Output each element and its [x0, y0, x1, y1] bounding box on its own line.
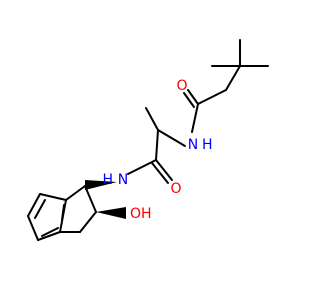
- bond-aromatic-inner-1: [34, 199, 46, 219]
- bond-alpha-carbonyl: [155, 129, 159, 161]
- atom-nitrogen-top: N: [188, 137, 198, 153]
- bond-carbonyl-o-top-1: [187, 89, 199, 105]
- bond-carbonyl-n-bottom: [127, 159, 157, 175]
- atom-oxygen-top-amide: O: [176, 78, 187, 94]
- bond-c6-c5: [27, 215, 39, 241]
- atom-hydroxyl: OH: [130, 206, 152, 222]
- bond-n-alpha: [157, 129, 186, 147]
- atom-oxygen-bottom-amide: O: [170, 181, 181, 197]
- bond-carbonyl-o-top-2: [183, 92, 195, 108]
- bond-ch2-carbonyl: [197, 89, 227, 105]
- atom-hydrogen-top: H: [202, 137, 213, 153]
- bond-aromatic-inner-3: [61, 204, 65, 221]
- atom-nitrogen-bottom: N: [118, 172, 128, 188]
- molecule-structure: O N H N H O OH: [0, 0, 300, 300]
- atom-hydrogen-bottom: H: [102, 172, 113, 188]
- bond-c1-c7a: [65, 185, 86, 201]
- wedge-bond-n-c1: [85, 180, 117, 190]
- bond-carbonyl-o-bottom-2: [151, 162, 169, 184]
- background: [0, 0, 300, 300]
- bond-carbonyl-n-top: [191, 103, 199, 133]
- bond-c2-c3: [79, 211, 97, 233]
- bond-alpha-methyl: [145, 107, 159, 131]
- bond-c5-c4: [37, 231, 61, 241]
- bond-tbu-ch2: [225, 65, 241, 91]
- bond-c7-c6: [27, 193, 41, 217]
- bond-aromatic-inner-2: [41, 227, 59, 237]
- bond-c7a-c7: [39, 193, 67, 201]
- bond-carbonyl-o-bottom-1: [155, 159, 173, 181]
- molecule-canvas: O N H N H O OH: [0, 0, 300, 300]
- wedge-bond-c2-oh: [96, 207, 126, 219]
- bond-c1-c2: [84, 185, 97, 213]
